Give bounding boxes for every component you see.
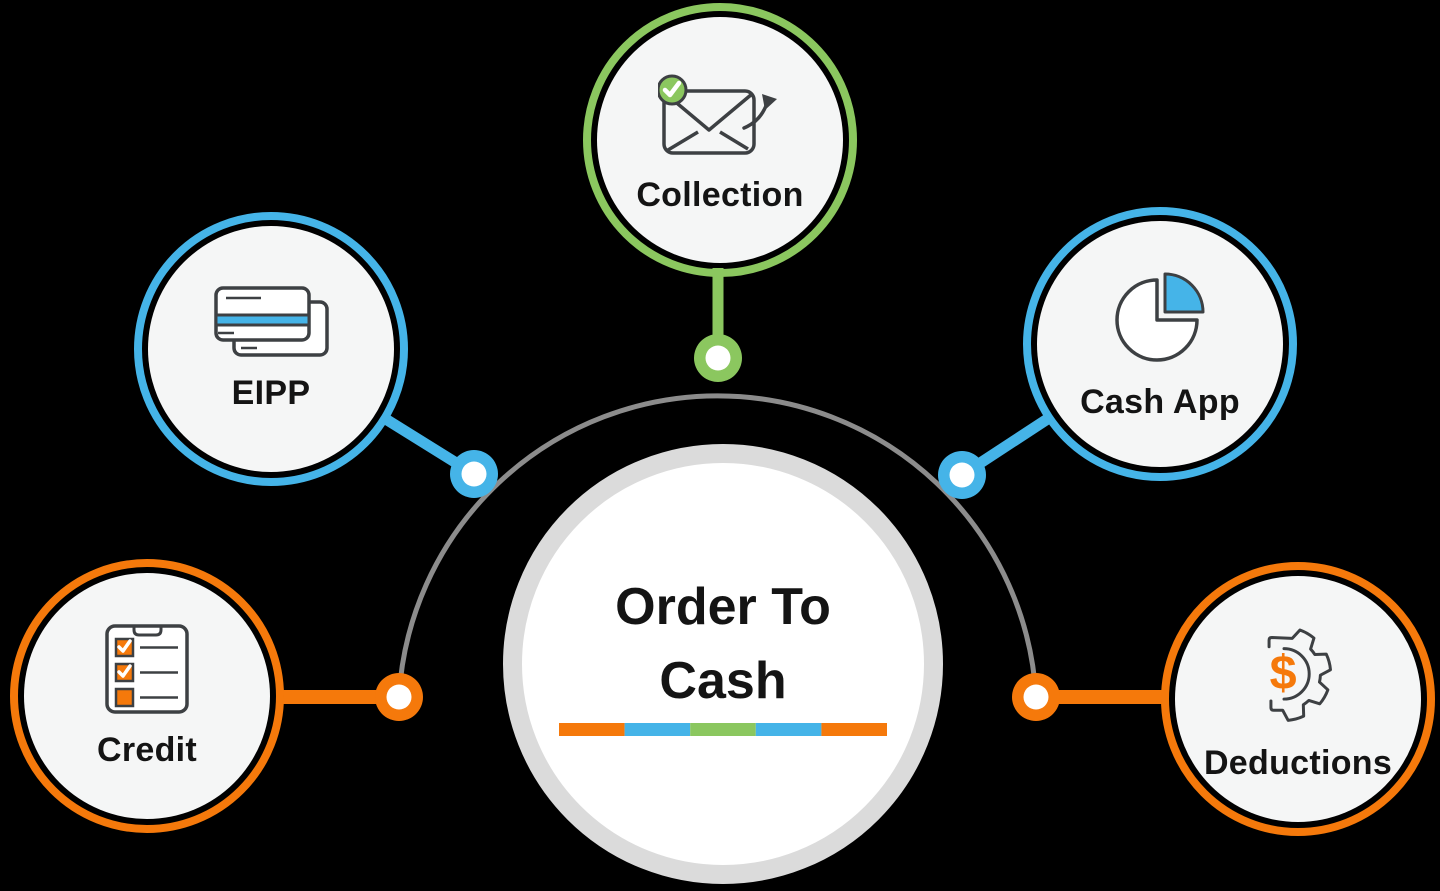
underline-segment (821, 723, 887, 736)
node-collection-disc: Collection (597, 17, 843, 263)
node-credit: Credit (10, 559, 284, 833)
cash-app-connector-dot (938, 451, 986, 499)
node-eipp: EIPP (134, 212, 408, 486)
underline-segment (690, 723, 756, 736)
node-deductions-disc: $ Deductions (1175, 576, 1421, 822)
pie-chart-icon (1115, 272, 1205, 362)
center-underline-bar (559, 723, 887, 736)
node-cash-app-disc: Cash App (1037, 221, 1283, 467)
center-title-line1: Order To (615, 578, 831, 636)
underline-segment (624, 723, 691, 736)
node-collection: Collection (583, 3, 857, 277)
checklist-clipboard-icon (104, 623, 189, 714)
node-cash-app: Cash App (1023, 207, 1297, 481)
eipp-connector-dot (450, 450, 498, 498)
node-eipp-label: EIPP (231, 373, 311, 412)
center-title-line2: Cash (659, 651, 787, 710)
node-eipp-disc: EIPP (148, 226, 394, 472)
credit-cards-icon (213, 285, 329, 357)
node-credit-disc: Credit (24, 573, 270, 819)
collection-connector-dot (694, 334, 742, 382)
gear-outline (1267, 628, 1332, 722)
node-cash-app-label: Cash App (1080, 382, 1240, 421)
underline-segment (755, 723, 822, 736)
node-deductions-label: Deductions (1203, 743, 1393, 782)
node-deductions: $ Deductions (1161, 562, 1435, 836)
pie-slice (1163, 272, 1205, 313)
node-credit-label: Credit (96, 730, 198, 769)
gear-dollar-icon: $ (1267, 628, 1332, 722)
checkbox-filled (114, 687, 134, 707)
orbit-arc (396, 393, 1039, 698)
card-stripe (214, 313, 310, 326)
arrow-head (761, 94, 777, 110)
dollar-sign: $ (1270, 645, 1297, 699)
node-collection-label: Collection (636, 176, 804, 214)
center-title: Order To Cash (522, 571, 924, 719)
underline-segment (559, 723, 625, 736)
deductions-connector-dot (1012, 673, 1060, 721)
envelope-check-arrow-icon (657, 74, 777, 155)
center-circle: Order To Cash (503, 444, 943, 884)
credit-connector-dot (375, 673, 423, 721)
